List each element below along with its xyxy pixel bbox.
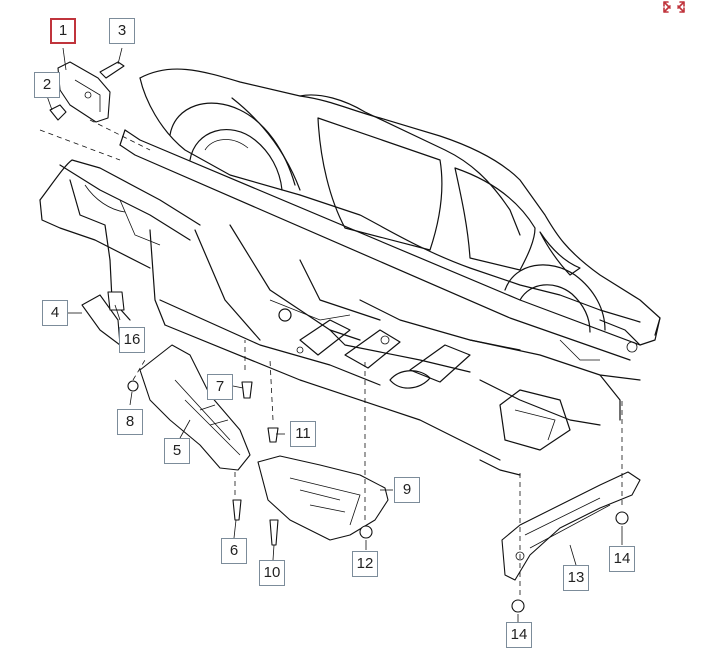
part-3-screw [99, 61, 125, 79]
car-body-illustration [39, 68, 661, 476]
callout-4[interactable]: 4 [42, 300, 68, 326]
part-11-clip [267, 427, 279, 443]
part-2-clip [49, 104, 67, 121]
part-10-bolt [269, 519, 279, 546]
callout-16[interactable]: 16 [119, 327, 145, 353]
part-8-nut [127, 380, 139, 392]
part-6-bolt [232, 499, 242, 521]
part-14-nut-lower [511, 599, 525, 613]
callout-6[interactable]: 6 [221, 538, 247, 564]
part-13-guard [501, 471, 641, 581]
expand-arrows-icon[interactable] [661, 0, 687, 14]
callout-10[interactable]: 10 [259, 560, 285, 586]
part-12-nut [359, 525, 373, 539]
callout-5[interactable]: 5 [164, 438, 190, 464]
callout-2[interactable]: 2 [34, 72, 60, 98]
callout-11[interactable]: 11 [290, 421, 316, 447]
callout-12[interactable]: 12 [352, 551, 378, 577]
part-9-tray [257, 455, 389, 541]
callout-1[interactable]: 1 [50, 18, 76, 44]
exploded-parts [49, 61, 641, 613]
callout-9[interactable]: 9 [394, 477, 420, 503]
callout-14-lower[interactable]: 14 [506, 622, 532, 648]
part-14-nut-upper [615, 511, 629, 525]
callout-7[interactable]: 7 [207, 374, 233, 400]
part-1-bracket [57, 61, 111, 123]
part-16-pad [107, 291, 125, 311]
part-7-clip [241, 381, 253, 399]
part-5-guard [139, 344, 251, 471]
callout-8[interactable]: 8 [117, 409, 143, 435]
callout-13[interactable]: 13 [563, 565, 589, 591]
leader-lines [39, 47, 623, 622]
callout-3[interactable]: 3 [109, 18, 135, 44]
callout-14-upper[interactable]: 14 [609, 546, 635, 572]
